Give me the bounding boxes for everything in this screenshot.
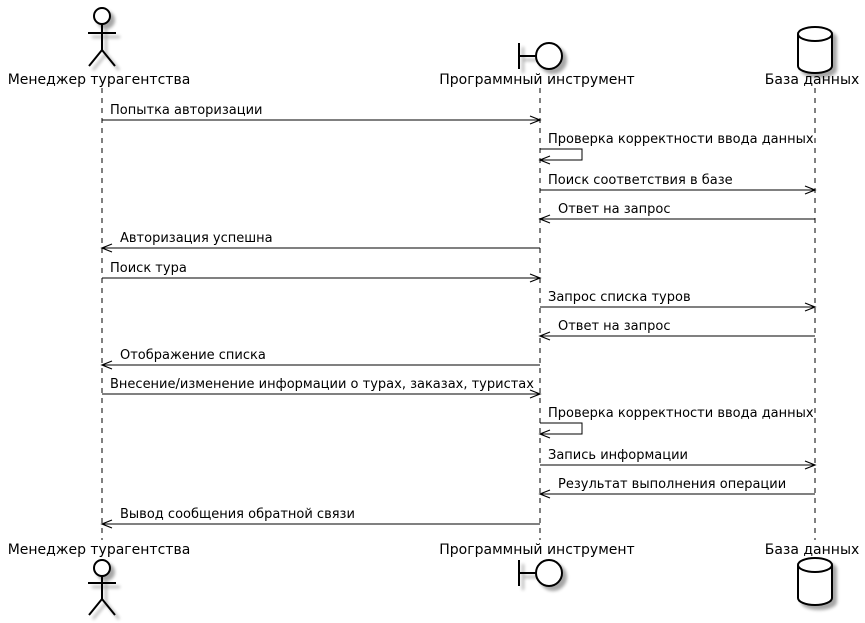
participant-label-tool-bottom: Программный инструмент: [439, 542, 634, 558]
arrowhead: [538, 155, 551, 165]
arrowhead: [529, 115, 542, 125]
participant-label-db-bottom: База данных: [765, 542, 860, 558]
participant-label-manager: Менеджер турагентства: [8, 72, 191, 88]
boundary-icon-bottom: [518, 559, 563, 587]
arrowhead: [804, 302, 817, 312]
message: Вывод сообщения обратной связи: [100, 507, 540, 529]
message-label: Внесение/изменение информации о турах, з…: [110, 377, 534, 392]
message-label: Авторизация успешна: [120, 231, 273, 246]
participant-label-db: База данных: [765, 72, 860, 88]
arrowhead: [804, 460, 817, 470]
arrowhead: [529, 273, 542, 283]
participant-label-tool: Программный инструмент: [439, 72, 634, 88]
message: Поиск тура: [102, 261, 542, 283]
message-label: Попытка авторизации: [110, 103, 263, 118]
message: Внесение/изменение информации о турах, з…: [102, 377, 542, 399]
message-label: Запрос списка туров: [548, 290, 691, 305]
message: Поиск соответствия в базе: [540, 173, 817, 195]
arrowhead: [100, 243, 113, 253]
message: Результат выполнения операции: [538, 477, 815, 499]
message: Проверка корректности ввода данных: [538, 406, 814, 439]
arrowhead: [804, 185, 817, 195]
message-label: Поиск тура: [110, 261, 187, 276]
boundary-icon: [518, 42, 563, 70]
arrowhead: [529, 389, 542, 399]
message: Запись информации: [540, 448, 817, 470]
arrowhead: [100, 360, 113, 370]
message: Запрос списка туров: [540, 290, 817, 312]
message: Ответ на запрос: [538, 319, 815, 341]
message: Попытка авторизации: [102, 103, 542, 125]
database-icon: [797, 26, 833, 74]
actor-icon: [88, 7, 116, 67]
message-label: Отображение списка: [120, 348, 266, 363]
message: Авторизация успешна: [100, 231, 540, 253]
arrowhead: [538, 331, 551, 341]
message-label: Проверка корректности ввода данных: [548, 406, 814, 421]
self-message-line: [540, 422, 583, 435]
arrowhead: [538, 429, 551, 439]
arrowhead: [538, 489, 551, 499]
arrowhead: [538, 214, 551, 224]
message: Ответ на запрос: [538, 202, 815, 224]
message: Проверка корректности ввода данных: [538, 132, 814, 165]
message-label: Вывод сообщения обратной связи: [120, 507, 355, 522]
arrowhead: [100, 519, 113, 529]
message-label: Ответ на запрос: [558, 319, 671, 334]
message-label: Проверка корректности ввода данных: [548, 132, 814, 147]
message: Отображение списка: [100, 348, 540, 370]
message-label: Поиск соответствия в базе: [548, 173, 733, 188]
message-label: Ответ на запрос: [558, 202, 671, 217]
database-icon-bottom: [797, 557, 833, 606]
participant-label-manager-bottom: Менеджер турагентства: [8, 542, 191, 558]
self-message-line: [540, 148, 583, 161]
actor-icon-bottom: [88, 559, 116, 616]
message-label: Результат выполнения операции: [558, 477, 786, 492]
message-label: Запись информации: [548, 448, 688, 463]
